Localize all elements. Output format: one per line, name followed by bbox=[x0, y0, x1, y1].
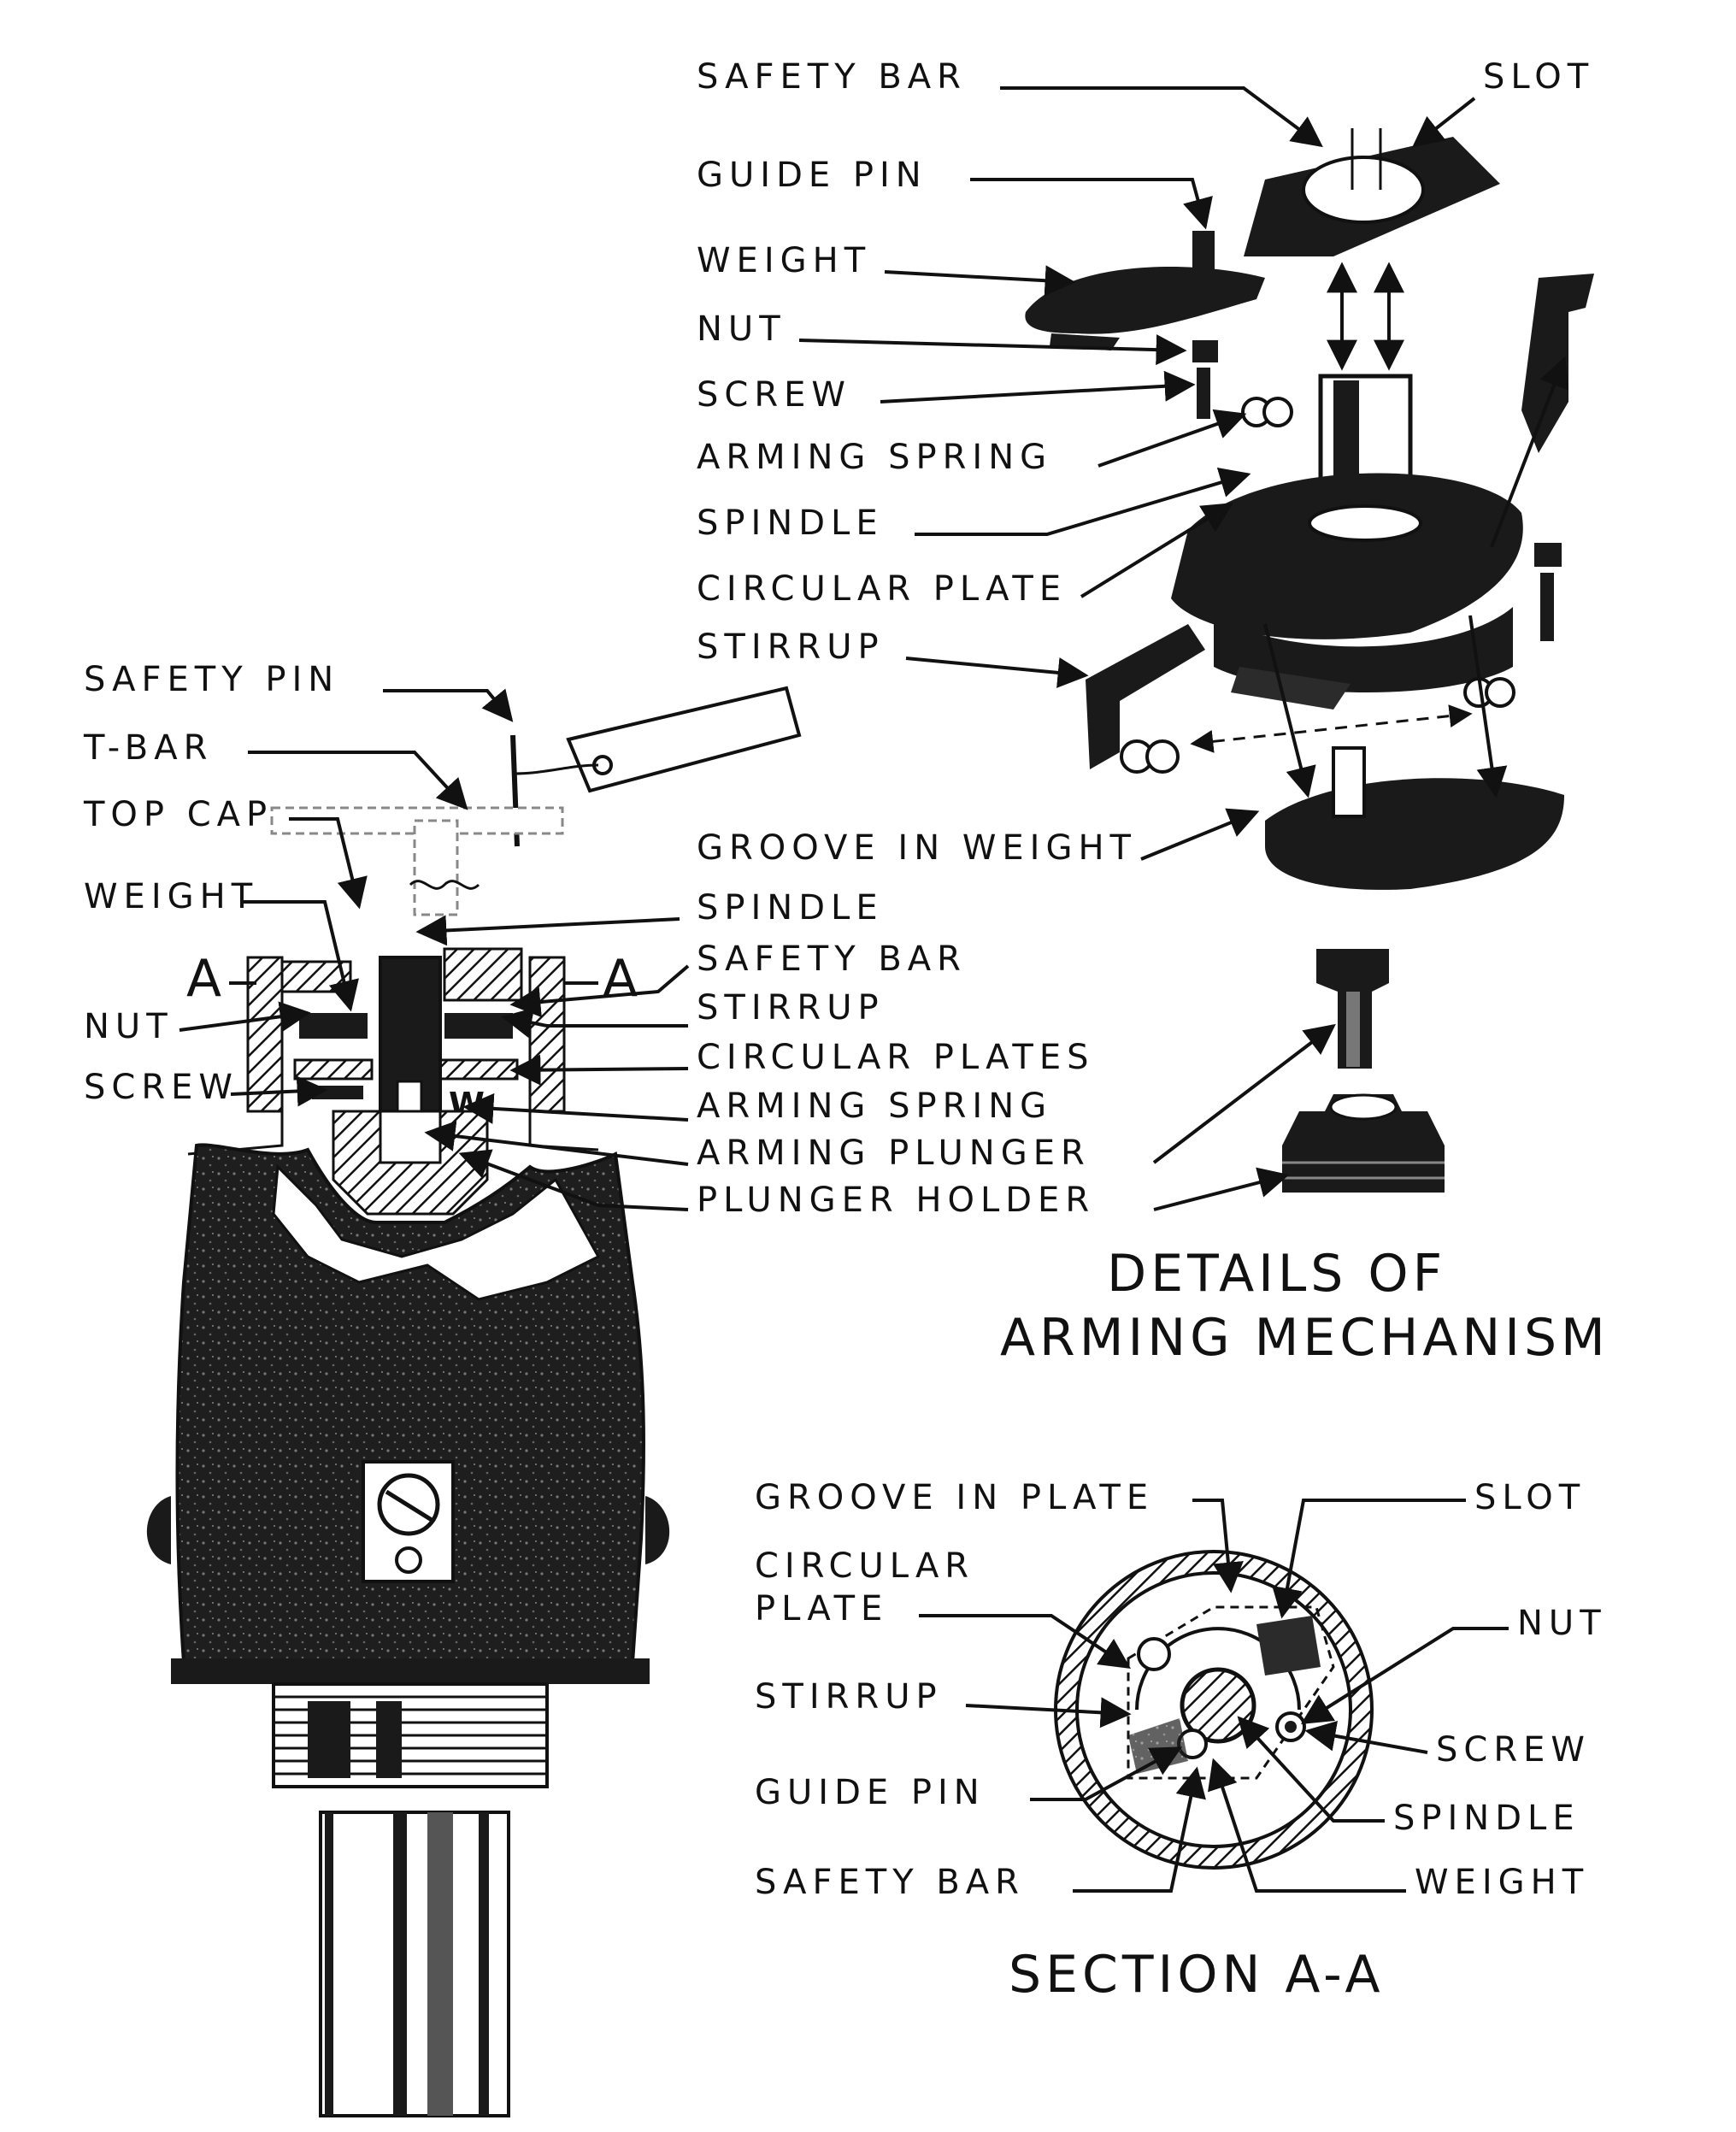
exploded-circular-plate bbox=[1171, 473, 1523, 639]
lbl-stirrup-section-aa: STIRRUP bbox=[755, 1677, 943, 1717]
lbl-screw-section: SCREW bbox=[84, 1068, 238, 1107]
section-mark-a-right: A bbox=[603, 949, 642, 1009]
section-aa-safety-bar bbox=[1256, 1616, 1321, 1676]
lbl-safety-bar-section-aa: SAFETY BAR bbox=[755, 1863, 1025, 1902]
lbl-weight-section: WEIGHT bbox=[84, 877, 258, 916]
lbl-circular-plate-line2: PLATE bbox=[755, 1589, 888, 1628]
lbl-top-cap: TOP CAP bbox=[83, 795, 273, 834]
lbl-weight-top: WEIGHT bbox=[697, 241, 871, 280]
threaded-neck bbox=[272, 1682, 549, 1788]
exploded-bottom-weight bbox=[1265, 778, 1564, 890]
lbl-groove-in-weight: GROOVE IN WEIGHT bbox=[697, 828, 1137, 868]
exploded-stirrup-right bbox=[1521, 274, 1594, 453]
plunger-detail-parts bbox=[1282, 949, 1445, 1193]
section-mark-a-left: A bbox=[186, 949, 226, 1009]
lbl-nut-section-aa: NUT bbox=[1517, 1604, 1607, 1643]
lbl-safety-bar-top: SAFETY BAR bbox=[697, 57, 967, 97]
section-aa-title: SECTION A-A bbox=[1009, 1945, 1385, 2005]
lbl-stirrup-middle: STIRRUP bbox=[697, 988, 885, 1028]
lbl-circular-plate-top: CIRCULAR PLATE bbox=[697, 569, 1067, 609]
detail-plunger-holder bbox=[1282, 1094, 1445, 1193]
lbl-circular-plate-line1: CIRCULAR bbox=[755, 1546, 974, 1586]
lbl-spindle-middle: SPINDLE bbox=[697, 888, 884, 928]
details-title-line2: ARMING MECHANISM bbox=[1000, 1308, 1609, 1368]
section-aa-view: GROOVE IN PLATE SLOT CIRCULAR PLATE NUT … bbox=[755, 1478, 1607, 2005]
lbl-arming-plunger: ARMING PLUNGER bbox=[697, 1134, 1091, 1173]
sectional-view: W bbox=[83, 660, 802, 2117]
lbl-safety-bar-middle: SAFETY BAR bbox=[697, 939, 967, 979]
lbl-safety-pin: SAFETY PIN bbox=[84, 660, 339, 699]
lbl-plunger-holder: PLUNGER HOLDER bbox=[697, 1181, 1095, 1220]
lbl-slot-section: SLOT bbox=[1474, 1478, 1586, 1517]
lbl-groove-in-plate: GROOVE IN PLATE bbox=[755, 1478, 1154, 1517]
lbl-arming-spring-top: ARMING SPRING bbox=[697, 438, 1052, 477]
lbl-nut-top: NUT bbox=[697, 309, 786, 349]
lbl-guide-pin-top: GUIDE PIN bbox=[697, 156, 927, 195]
exploded-nut bbox=[1192, 340, 1218, 362]
details-title-line1: DETAILS OF bbox=[1107, 1244, 1446, 1304]
lbl-t-bar: T-BAR bbox=[83, 728, 213, 768]
exploded-stirrup-left bbox=[1086, 624, 1205, 769]
section-weight-right bbox=[444, 1013, 513, 1039]
exploded-top-weight bbox=[1025, 267, 1265, 334]
lower-tube bbox=[319, 1811, 510, 2117]
lbl-weight-section-aa: WEIGHT bbox=[1415, 1863, 1589, 1902]
exploded-screw bbox=[1197, 368, 1210, 419]
safety-pin-tag bbox=[566, 686, 802, 793]
exploded-view: SAFETY BAR SLOT GUIDE PIN WEIGHT NUT SCR… bbox=[697, 57, 1594, 890]
lbl-screw-top: SCREW bbox=[697, 375, 851, 415]
left-lug bbox=[146, 1496, 171, 1564]
body-flange bbox=[171, 1658, 650, 1684]
exploded-arming-spring bbox=[1241, 397, 1293, 427]
lbl-circular-plates: CIRCULAR PLATES bbox=[697, 1038, 1095, 1077]
lbl-arming-spring-middle: ARMING SPRING bbox=[697, 1087, 1052, 1126]
lbl-spindle-section-aa: SPINDLE bbox=[1393, 1799, 1580, 1838]
exploded-safety-bar-hole bbox=[1302, 156, 1425, 224]
lbl-slot-top: SLOT bbox=[1483, 57, 1594, 97]
middle-labels: SPINDLE SAFETY BAR STIRRUP CIRCULAR PLAT… bbox=[415, 888, 1609, 1368]
lbl-nut-section: NUT bbox=[84, 1007, 174, 1046]
right-lug bbox=[645, 1496, 670, 1564]
section-weight-left bbox=[299, 1013, 368, 1039]
lbl-spindle-top: SPINDLE bbox=[697, 504, 884, 543]
lbl-stirrup-top: STIRRUP bbox=[697, 627, 885, 667]
lbl-screw-section-aa: SCREW bbox=[1436, 1730, 1591, 1770]
section-aa-spindle bbox=[1180, 1667, 1256, 1744]
lbl-guide-pin-section-aa: GUIDE PIN bbox=[755, 1773, 986, 1812]
